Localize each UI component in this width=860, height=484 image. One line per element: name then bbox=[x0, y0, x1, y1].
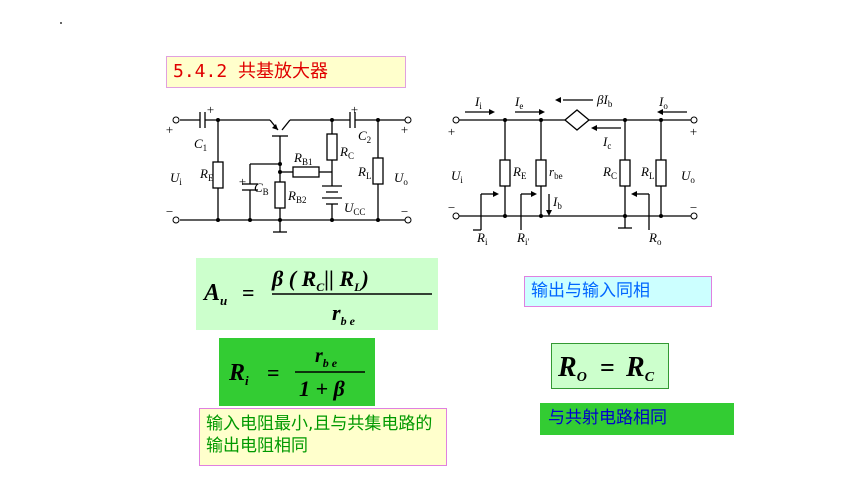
input-resistance-note: 输入电阻最小,且与共集电路的输出电阻相同 bbox=[199, 408, 447, 466]
rc-label: R bbox=[339, 144, 348, 159]
output-resistance-formula: RO = RC bbox=[551, 343, 669, 389]
uo-label: U bbox=[681, 168, 692, 183]
beta-ib-label: βI bbox=[596, 92, 608, 107]
svg-text:+: + bbox=[689, 124, 698, 139]
svg-text:Uo: Uo bbox=[394, 170, 408, 187]
svg-text:Ui: Ui bbox=[170, 170, 182, 187]
rb1-label: R bbox=[293, 150, 302, 165]
c2-label: C bbox=[358, 128, 367, 143]
svg-text:+: + bbox=[447, 124, 456, 139]
svg-text:=: = bbox=[600, 353, 615, 382]
svg-text:RC: RC bbox=[602, 164, 617, 181]
rl-label: R bbox=[640, 164, 649, 179]
c1-label: C bbox=[194, 136, 203, 151]
io-label: I bbox=[658, 94, 664, 109]
svg-text:Uo: Uo bbox=[681, 168, 695, 185]
svg-text:rbe: rbe bbox=[549, 164, 563, 181]
c1-plus-label: + bbox=[206, 102, 215, 117]
small-signal-equivalent-circuit: + − + − Ii Ie βIb Io Ic Ui RE rbe Ib RC … bbox=[447, 92, 698, 247]
output-minus-label: − bbox=[400, 204, 409, 219]
ui-label: U bbox=[451, 168, 462, 183]
section-title: 5.4.2 共基放大器 bbox=[166, 56, 406, 88]
svg-text:rb e: rb e bbox=[332, 300, 356, 328]
ui-label: U bbox=[170, 170, 181, 185]
svg-text:=: = bbox=[267, 360, 280, 385]
input-plus-label: + bbox=[165, 122, 174, 137]
ri-prime-label: R bbox=[516, 230, 525, 245]
voltage-gain-formula: Au = β ( RC|| RL) rb e bbox=[196, 258, 438, 330]
svg-text:−: − bbox=[689, 200, 698, 215]
rl-label: R bbox=[357, 164, 366, 179]
svg-text:Ui: Ui bbox=[451, 168, 463, 185]
svg-text:Ic: Ic bbox=[602, 134, 611, 151]
re-label: R bbox=[199, 166, 208, 181]
output-resistance-note: 与共射电路相同 bbox=[540, 403, 734, 435]
cb-plus-label: + bbox=[238, 174, 247, 189]
input-resistance-formula: Ri = rb e 1 + β bbox=[219, 338, 375, 406]
c2-plus-label: + bbox=[350, 102, 359, 117]
rb2-label: R bbox=[287, 188, 296, 203]
svg-text:Ri: Ri bbox=[476, 230, 488, 247]
svg-text:RC: RC bbox=[339, 144, 354, 161]
svg-text:C2: C2 bbox=[358, 128, 371, 145]
rbe-label: r bbox=[549, 164, 555, 179]
svg-text:Ri′: Ri′ bbox=[516, 230, 529, 247]
vcc-label: U bbox=[344, 200, 355, 215]
ic-label: I bbox=[602, 134, 608, 149]
svg-text:RC: RC bbox=[625, 352, 655, 385]
svg-text:Ri: Ri bbox=[228, 360, 249, 388]
svg-text:=: = bbox=[242, 280, 255, 305]
svg-text:1 + β: 1 + β bbox=[299, 376, 346, 401]
decorative-dot bbox=[60, 22, 62, 24]
svg-text:−: − bbox=[447, 200, 456, 215]
svg-text:Ro: Ro bbox=[648, 230, 662, 247]
cb-label: C bbox=[254, 180, 263, 195]
svg-text:Io: Io bbox=[658, 94, 668, 111]
ri-label: R bbox=[476, 230, 485, 245]
svg-text:β ( RC|| RL): β ( RC|| RL) bbox=[271, 266, 369, 294]
svg-text:RL: RL bbox=[357, 164, 371, 181]
re-label: R bbox=[512, 164, 521, 179]
ie-label: I bbox=[514, 94, 520, 109]
ii-label: I bbox=[474, 94, 480, 109]
svg-text:RE: RE bbox=[199, 166, 214, 183]
input-minus-label: − bbox=[165, 204, 174, 219]
svg-text:Ie: Ie bbox=[514, 94, 523, 111]
ib-label: I bbox=[552, 194, 558, 209]
svg-text:RB1: RB1 bbox=[293, 150, 312, 167]
output-plus-label: + bbox=[400, 122, 409, 137]
svg-text:Ii: Ii bbox=[474, 94, 482, 111]
ro-label: R bbox=[648, 230, 657, 245]
in-phase-note: 输出与输入同相 bbox=[524, 276, 712, 307]
rc-label: R bbox=[602, 164, 611, 179]
svg-text:RE: RE bbox=[512, 164, 527, 181]
svg-text:Ib: Ib bbox=[552, 194, 562, 211]
svg-text:RO: RO bbox=[557, 352, 587, 385]
svg-text:RB2: RB2 bbox=[287, 188, 306, 205]
uo-label: U bbox=[394, 170, 405, 185]
svg-text:βIb: βIb bbox=[596, 92, 613, 109]
svg-text:UCC: UCC bbox=[344, 200, 365, 217]
svg-text:CB: CB bbox=[254, 180, 269, 197]
svg-text:Au: Au bbox=[202, 280, 227, 308]
common-base-circuit-diagram: + − + − + + + C1 RE CB RB1 RB2 RC C2 RL … bbox=[165, 102, 412, 233]
svg-text:C1: C1 bbox=[194, 136, 207, 153]
svg-text:RL: RL bbox=[640, 164, 654, 181]
svg-text:rb e: rb e bbox=[315, 345, 338, 370]
